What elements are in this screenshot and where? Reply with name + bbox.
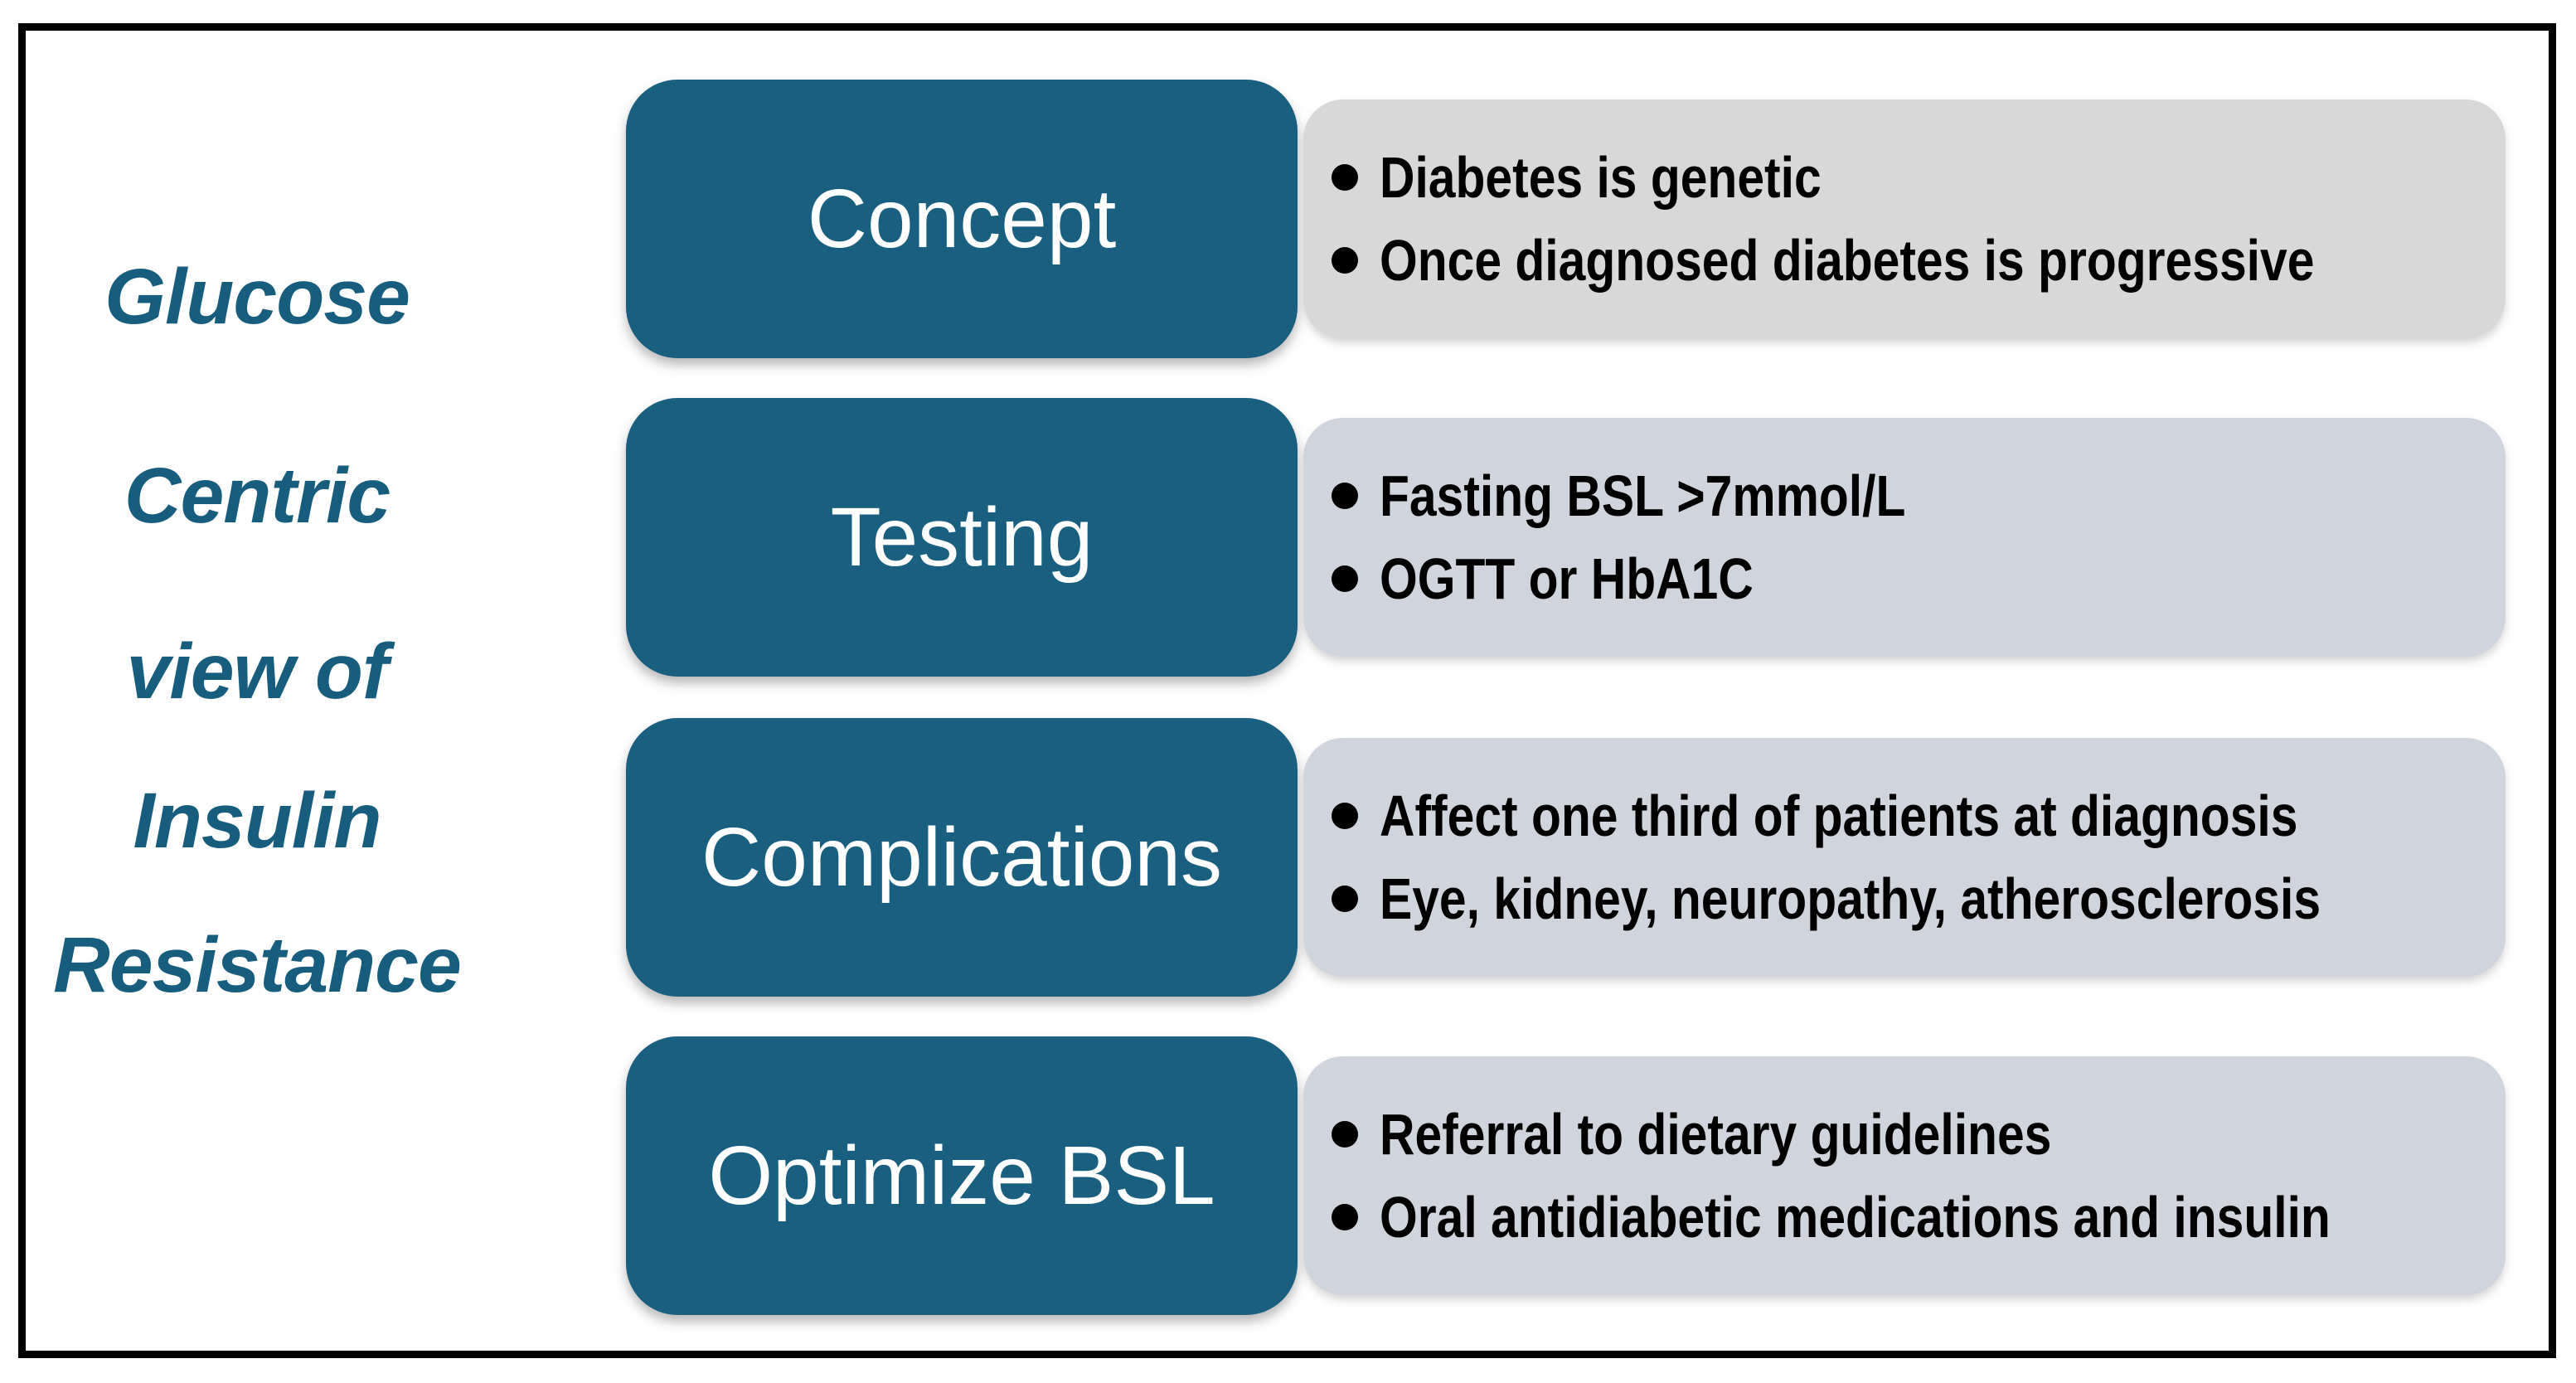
left-title-line-resistance: Resistance [53,921,462,1009]
bullet-text: Affect one third of patients at diagnosi… [1380,784,2298,848]
bullet-icon [1332,483,1358,509]
bullet-item: Diabetes is genetic [1325,136,2481,219]
stage-box-concept: Concept [626,80,1298,358]
stage-box-testing: Testing [626,398,1298,677]
stage-box-complications: Complications [626,718,1298,997]
detail-panel-concept: Diabetes is genetic Once diagnosed diabe… [1303,99,2506,338]
stage-label-complications: Complications [701,810,1223,904]
bullet-text: Fasting BSL >7mmol/L [1380,463,1906,528]
bullet-item: OGTT or HbA1C [1325,537,2481,620]
bullet-text: Eye, kidney, neuropathy, atherosclerosis [1380,866,2321,931]
stage-box-optimize-bsl: Optimize BSL [626,1036,1298,1315]
bullet-item: Once diagnosed diabetes is progressive [1325,219,2481,302]
detail-panel-optimize-bsl: Referral to dietary guidelines Oral anti… [1303,1056,2506,1295]
bullet-icon [1332,164,1358,191]
bullet-item: Referral to dietary guidelines [1325,1093,2481,1176]
bullet-item: Oral antidiabetic medications and insuli… [1325,1176,2481,1259]
stage-label-testing: Testing [830,490,1094,584]
left-title-line-insulin: Insulin [133,777,381,865]
bullet-text: Oral antidiabetic medications and insuli… [1380,1185,2331,1250]
bullet-icon [1332,565,1358,592]
bullet-item: Fasting BSL >7mmol/L [1325,454,2481,537]
bullet-icon [1332,247,1358,274]
bullet-item: Affect one third of patients at diagnosi… [1325,774,2481,857]
outer-border-frame [18,23,2556,1358]
stage-label-optimize-bsl: Optimize BSL [708,1128,1215,1222]
stage-label-concept: Concept [807,172,1117,265]
bullet-text: Referral to dietary guidelines [1380,1102,2052,1167]
left-title-line-centric: Centric [124,452,391,540]
left-title-line-glucose: Glucose [104,253,410,341]
bullet-icon [1332,803,1358,829]
bullet-item: Eye, kidney, neuropathy, atherosclerosis [1325,857,2481,940]
bullet-icon [1332,1204,1358,1230]
left-title-line-view-of: view of [126,628,388,716]
bullet-text: Diabetes is genetic [1380,145,1822,210]
bullet-icon [1332,1121,1358,1148]
detail-panel-testing: Fasting BSL >7mmol/L OGTT or HbA1C [1303,418,2506,657]
detail-panel-complications: Affect one third of patients at diagnosi… [1303,738,2506,977]
bullet-text: OGTT or HbA1C [1380,546,1754,611]
bullet-icon [1332,886,1358,912]
bullet-text: Once diagnosed diabetes is progressive [1380,228,2315,293]
